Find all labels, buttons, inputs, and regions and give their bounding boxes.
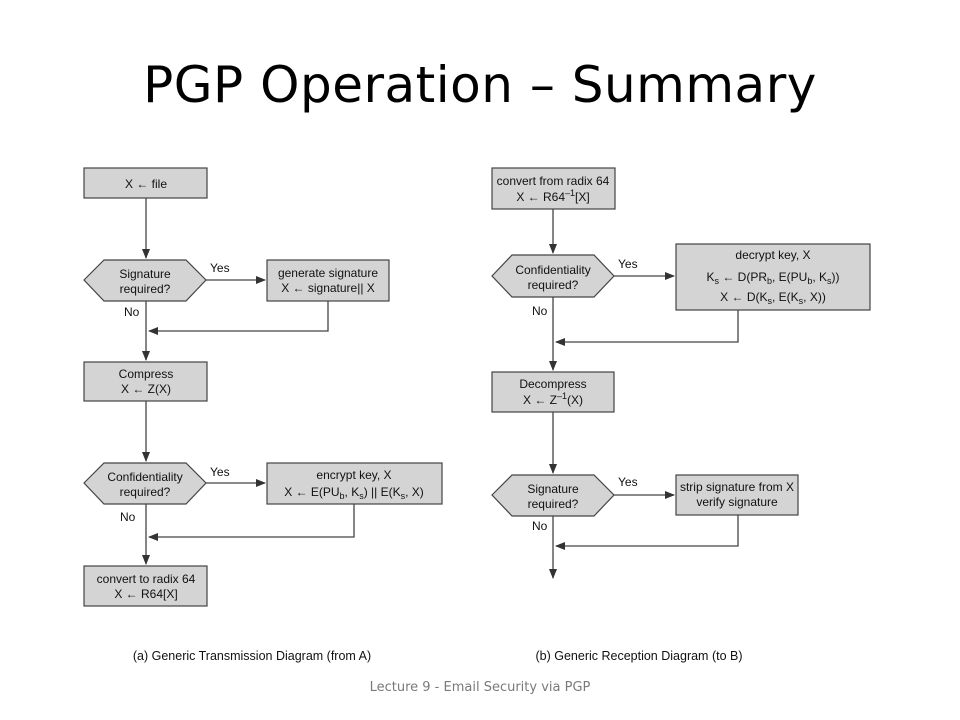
tx-caption: (a) Generic Transmission Diagram (from A… <box>133 649 371 663</box>
rx-decrypt-line1: decrypt key, X <box>735 248 810 262</box>
rx-caption: (b) Generic Reception Diagram (to B) <box>535 649 742 663</box>
tx-encrypt-line1: encrypt key, X <box>316 468 391 482</box>
rx-sig-decision-line2: required? <box>528 497 579 511</box>
rx-conf-yes-label: Yes <box>618 257 638 271</box>
tx-conf-decision-line2: required? <box>120 485 171 499</box>
slide-footer: Lecture 9 - Email Security via PGP <box>369 680 591 695</box>
tx-conf-merge-arrow <box>148 504 355 541</box>
tx-file-label: X ← file <box>125 177 167 191</box>
rx-radix-box <box>491 167 616 210</box>
tx-compress-line1: Compress <box>119 367 174 381</box>
tx-radix-line1: convert to radix 64 <box>97 572 196 586</box>
tx-conf-decision-line1: Confidentiality <box>107 470 182 484</box>
tx-compress-line2: X ← Z(X) <box>121 382 171 396</box>
slide-title: PGP Operation – Summary <box>143 56 817 114</box>
rx-radix-line2: X ← R64–1[X] <box>516 188 589 204</box>
rx-decrypt-line3: X ← D(Ks, E(Ks, X)) <box>720 290 826 306</box>
rx-decrypt-line2: Ks ← D(PRb, E(PUb, Ks)) <box>706 270 839 286</box>
rx-radix-line1: convert from radix 64 <box>497 174 610 188</box>
rx-decrypt-box <box>675 243 871 311</box>
rx-conf-no-label: No <box>532 304 548 318</box>
tx-conf-yes-label: Yes <box>210 465 230 479</box>
tx-sig-yes-label: Yes <box>210 261 230 275</box>
transmission-diagram: X ← file Signature required? Yes generat… <box>83 167 443 663</box>
rx-sig-decision-line1: Signature <box>527 482 579 496</box>
rx-decompress-line1: Decompress <box>519 377 586 391</box>
tx-sig-merge-arrow <box>148 301 329 335</box>
rx-conf-merge-arrow <box>555 310 739 346</box>
tx-sig-decision-line1: Signature <box>119 267 171 281</box>
rx-strip-signature-box <box>675 474 799 516</box>
tx-generate-signature-box <box>266 259 390 302</box>
rx-strip-sig-line1: strip signature from X <box>680 480 794 494</box>
tx-file-box <box>83 167 208 199</box>
rx-strip-sig-line2: verify signature <box>696 495 778 509</box>
tx-gen-sig-line2: X ← signature|| X <box>281 281 375 295</box>
rx-sig-yes-label: Yes <box>618 475 638 489</box>
tx-radix-line2: X ← R64[X] <box>114 587 177 601</box>
rx-sig-merge-arrow <box>555 515 739 550</box>
rx-conf-decision-line2: required? <box>528 278 579 292</box>
tx-gen-sig-line1: generate signature <box>278 266 378 280</box>
tx-radix-box <box>83 565 208 607</box>
rx-conf-decision-line1: Confidentiality <box>515 263 590 277</box>
tx-conf-no-label: No <box>120 510 136 524</box>
reception-diagram: convert from radix 64 X ← R64–1[X] Confi… <box>491 167 871 663</box>
tx-sig-no-label: No <box>124 305 140 319</box>
tx-sig-decision-line2: required? <box>120 282 171 296</box>
tx-encrypt-line2: X ← E(PUb, Ks) || E(Ks, X) <box>284 485 424 501</box>
rx-decompress-line2: X ← Z–1(X) <box>523 391 583 407</box>
rx-decompress-box <box>491 371 615 413</box>
rx-sig-no-label: No <box>532 519 548 533</box>
